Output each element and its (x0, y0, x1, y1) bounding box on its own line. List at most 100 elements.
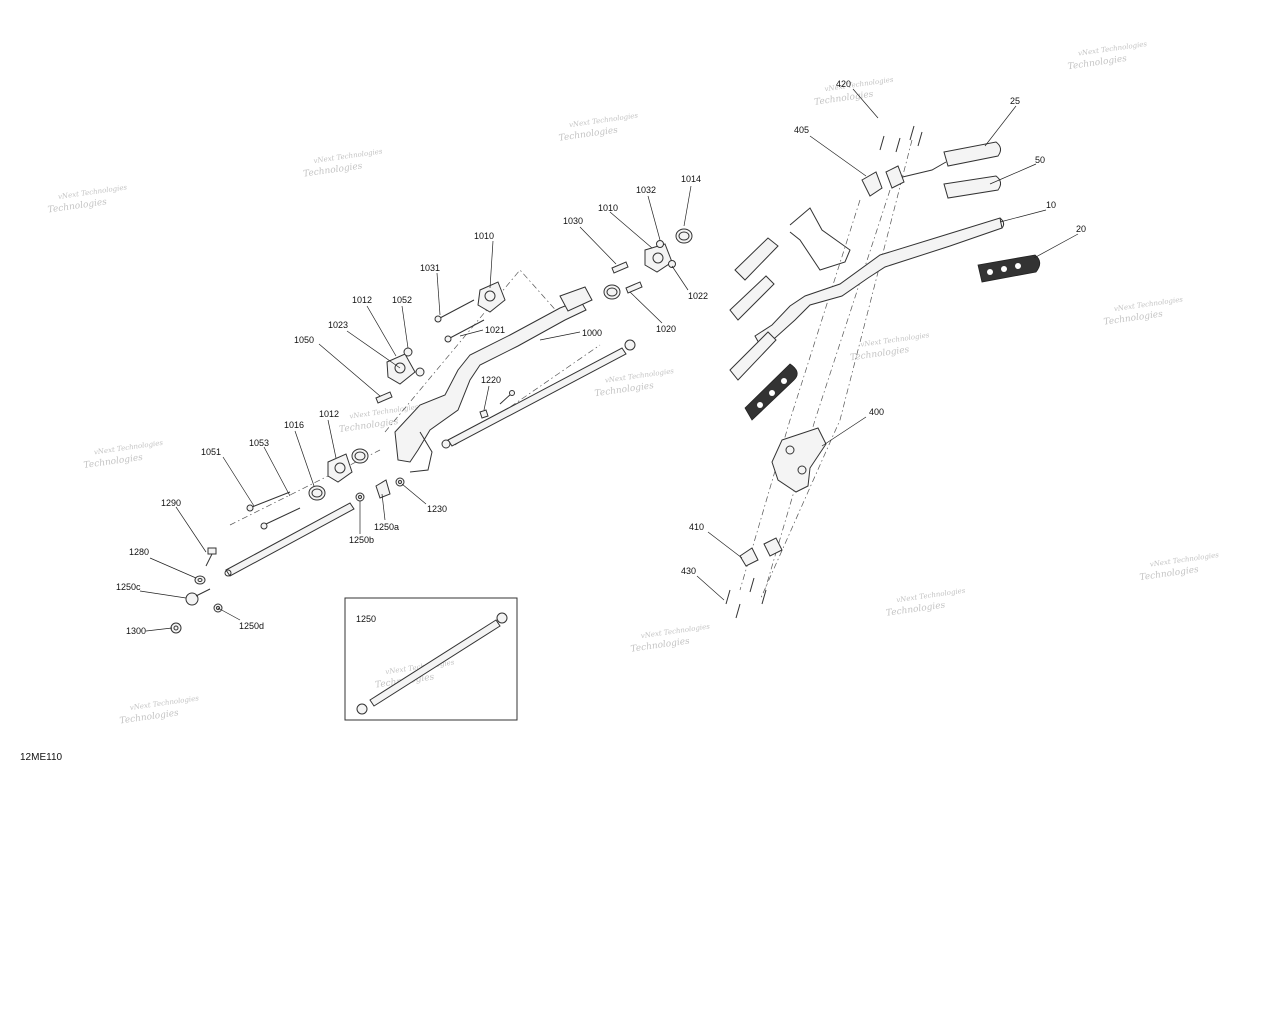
leader-lines (139, 88, 1079, 632)
dowel-pin-1220 (479, 409, 489, 419)
lower-clamp-410 (739, 537, 783, 567)
watermark: vNext Technologies Technologies (885, 587, 966, 619)
watermark: vNext Technologies Technologies (594, 367, 675, 399)
svg-text:Technologies: Technologies (630, 636, 691, 654)
watermark: vNext Technologies Technologies (1103, 295, 1184, 327)
handlebar-assembly (725, 125, 1041, 619)
svg-text:Technologies: Technologies (47, 197, 108, 215)
callout-1032: 1032 (636, 185, 656, 195)
callout-1010-upper: 1010 (474, 231, 494, 241)
grip-20 (977, 254, 1041, 283)
handlebar-centerline (759, 139, 913, 601)
svg-text:Technologies: Technologies (1067, 54, 1128, 72)
watermark: vNext Technologies Technologies (1067, 40, 1148, 72)
bolt-1051 (246, 491, 291, 512)
bushing-1016-inner (311, 488, 323, 498)
watermark: vNext Technologies Technologies (83, 439, 164, 471)
callout-1050: 1050 (294, 335, 314, 345)
callout-1021: 1021 (485, 325, 505, 335)
callout-1300: 1300 (126, 626, 146, 636)
watermark: vNext Technologies Technologies (119, 694, 200, 726)
tie-rod-lower (224, 502, 355, 577)
grip-harness (789, 207, 851, 271)
nut-1032 (656, 240, 664, 248)
svg-text:Technologies: Technologies (558, 125, 619, 143)
svg-text:Technologies: Technologies (119, 708, 180, 726)
bushing-lower-right (351, 448, 369, 464)
nut-1300 (170, 622, 182, 634)
heated-grip-25 (943, 141, 1002, 167)
callout-1051: 1051 (201, 447, 221, 457)
bushing-lower-right-inner (354, 451, 366, 461)
handlebar-end-lower (729, 275, 775, 321)
callout-1014: 1014 (681, 174, 701, 184)
callout-20: 20 (1076, 224, 1086, 234)
svg-text:Technologies: Technologies (303, 161, 364, 179)
svg-text:Technologies: Technologies (885, 601, 946, 619)
washer-1280 (194, 575, 206, 585)
watermarks: vNext Technologies Technologies vNext Te… (47, 40, 1220, 727)
callout-430: 430 (681, 566, 696, 576)
callout-1290: 1290 (161, 498, 181, 508)
dowel-pin-1050 (375, 391, 393, 404)
bolt-1290 (205, 547, 217, 567)
callout-1016: 1016 (284, 420, 304, 430)
grip-left (744, 363, 798, 421)
svg-text:Technologies: Technologies (339, 417, 400, 435)
bolt-430 (725, 577, 767, 619)
watermark: vNext Technologies Technologies (630, 622, 711, 654)
handlebar-centerline (764, 189, 891, 591)
handlebar-centerline (739, 199, 861, 591)
tie-rod-end-1250a (375, 479, 391, 499)
svg-text:Technologies: Technologies (594, 381, 655, 399)
callout-1012-lower: 1012 (319, 409, 339, 419)
inset-rod-end-bottom (356, 703, 368, 715)
callout-1022: 1022 (688, 291, 708, 301)
bushing-1016-upper-inner (606, 287, 618, 297)
handlebar-end-left (734, 237, 779, 281)
callout-10: 10 (1046, 200, 1056, 210)
callout-labels: 420 25 405 50 10 20 1014 1032 1010 1030 … (116, 79, 1086, 636)
callout-1020: 1020 (656, 324, 676, 334)
bushing-1016 (308, 485, 326, 501)
inset-rod-end-top (496, 612, 508, 624)
tie-rod-inset: 1250 (344, 597, 518, 721)
callout-1230: 1230 (427, 504, 447, 514)
bolt-1051-lower (260, 507, 301, 530)
inset-label: 1250 (356, 614, 376, 624)
nut-1022 (668, 260, 676, 268)
handlebar-tube (754, 217, 1005, 346)
bearing-block-1010-right (644, 243, 673, 273)
dowel-pin-1030 (611, 261, 629, 274)
svg-text:Technologies: Technologies (814, 90, 875, 108)
callout-25: 25 (1010, 96, 1020, 106)
nut-1023 (415, 367, 425, 377)
watermark: vNext Technologies Technologies (850, 331, 931, 363)
ball-joint-1250c (185, 588, 211, 606)
callout-1023: 1023 (328, 320, 348, 330)
bushing-1016-upper (603, 284, 621, 300)
riser-400 (771, 427, 827, 493)
bolt-1220 (499, 390, 515, 405)
callout-1280: 1280 (129, 547, 149, 557)
inset-tie-rod (369, 619, 501, 707)
jam-nut-1250b (355, 492, 365, 502)
callout-1012-upper: 1012 (352, 295, 372, 305)
callout-1250c: 1250c (116, 582, 141, 592)
bushing-1014-inner (678, 231, 690, 241)
watermark: vNext Technologies Technologies (303, 147, 384, 179)
callout-1220: 1220 (481, 375, 501, 385)
callout-1010-right: 1010 (598, 203, 618, 213)
callout-1000: 1000 (582, 328, 602, 338)
callout-1250a: 1250a (374, 522, 399, 532)
watermark: vNext Technologies Technologies (1139, 551, 1220, 583)
callout-1250b: 1250b (349, 535, 374, 545)
callout-410: 410 (689, 522, 704, 532)
bolt-1021 (444, 319, 485, 343)
washer-1230-hole (398, 480, 402, 484)
watermark: vNext Technologies Technologies (558, 112, 639, 144)
grip-sleeve-50 (943, 175, 1002, 199)
bolt-420 (879, 125, 923, 153)
callout-405: 405 (794, 125, 809, 135)
